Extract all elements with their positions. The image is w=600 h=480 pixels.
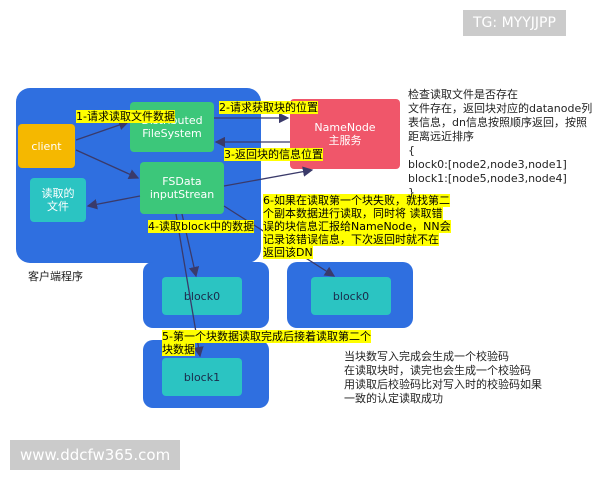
client-node: client	[18, 124, 75, 168]
arrow-client-to-dfs	[75, 120, 130, 141]
step4-label: 4-读取block中的数据	[148, 220, 255, 233]
step6-line3: 误的块信息汇报给NameNode，NN会	[263, 220, 451, 233]
watermark-bottom: www.ddcfw365.com	[10, 440, 181, 470]
namenode-note-line8: }	[408, 186, 415, 199]
step3-label: 3-返回块的信息位置	[224, 148, 323, 161]
step1-label: 1-请求读取文件数据	[76, 110, 175, 123]
namenode-note-line6: block0:[node2,node3,node1]	[408, 158, 567, 171]
fsdata-label: FSData inputStrean	[149, 175, 215, 201]
block1-label: block1	[183, 370, 221, 384]
checksum-note: 当块数写入完成会生成一个校验码 在读取块时，读完也会生成一个校验码 用读取后校验…	[344, 350, 594, 406]
step6-label: 6-如果在读取第一个块失败，就找第二 个副本数据进行读取，同时将 读取错 误的块…	[263, 194, 451, 259]
checksum-note-line1: 当块数写入完成会生成一个校验码	[344, 350, 509, 363]
block0-right-node: block0	[311, 277, 391, 315]
step5-line2: 块数据	[162, 343, 195, 356]
checksum-note-line2: 在读取块时，读完也会生成一个校验码	[344, 364, 531, 377]
namenode-note-line7: block1:[node5,node3,node4]	[408, 172, 567, 185]
arrow-fsdata-to-readfile	[86, 195, 141, 210]
fsdata-inputstream-node: FSData inputStrean	[140, 162, 224, 214]
namenode-note-line3: 表信息，dn信息按照顺序返回，按照	[408, 116, 587, 129]
watermark-top: TG: MYYJJPP	[463, 10, 566, 36]
arrow-client-to-fsdata	[75, 149, 140, 179]
step6-line2: 个副本数据进行读取，同时将 读取错	[263, 207, 443, 220]
checksum-note-line4: 一致的认定读取成功	[344, 392, 443, 405]
namenode-note-line2: 文件存在，返回块对应的datanode列	[408, 102, 593, 115]
step2-label: 2-请求获取块的位置	[219, 101, 318, 114]
block1-node: block1	[162, 358, 242, 396]
step6-line1: 6-如果在读取第一个块失败，就找第二	[263, 194, 450, 207]
checksum-note-line3: 用读取后校验码比对写入时的校验码如果	[344, 378, 542, 391]
block0-right-label: block0	[332, 289, 370, 303]
namenode-note-line1: 检查读取文件是否存在	[408, 88, 518, 101]
client-program-label: 客户端程序	[28, 270, 83, 283]
namenode-note-line5: {	[408, 144, 415, 157]
step6-line5: 返回该DN	[263, 246, 313, 259]
step5-label: 5-第一个块数据读取完成后接着读取第二个 块数据	[162, 330, 371, 356]
namenode-note-line4: 距离远近排序	[408, 130, 474, 143]
arrow-fsdata-to-namenode	[223, 166, 314, 187]
namenode-label: NameNode 主服务	[314, 121, 376, 147]
read-file-label: 读取的 文件	[41, 187, 75, 213]
read-file-node: 读取的 文件	[30, 178, 86, 222]
client-label: client	[31, 139, 62, 153]
step5-line1: 5-第一个块数据读取完成后接着读取第二个	[162, 330, 371, 343]
block0-left-node: block0	[162, 277, 242, 315]
block0-left-label: block0	[183, 289, 221, 303]
namenode-note: 检查读取文件是否存在 文件存在，返回块对应的datanode列 表信息，dn信息…	[408, 88, 598, 200]
step6-line4: 记录该错误信息，下次返回时就不在	[263, 233, 439, 246]
